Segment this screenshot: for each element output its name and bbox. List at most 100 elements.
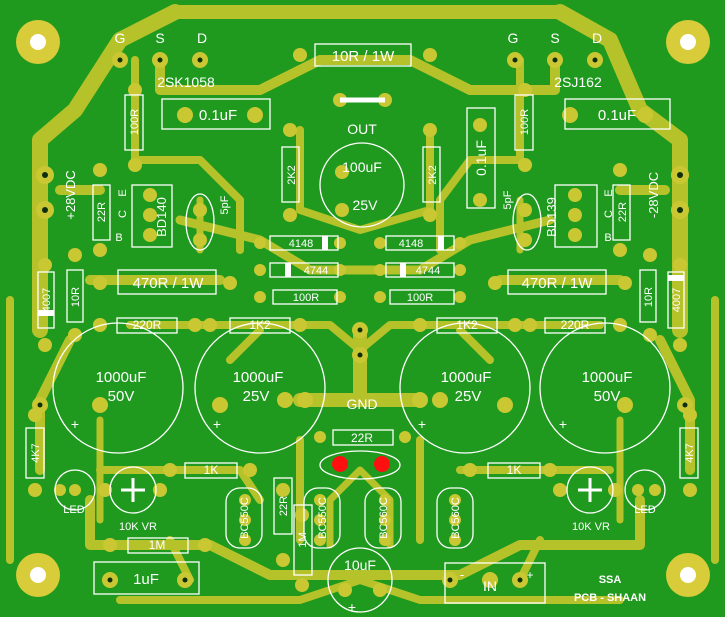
mounting-holes — [16, 20, 710, 597]
label-in-minus: - — [460, 567, 464, 582]
label-pin-c-left: C — [117, 210, 129, 218]
label-r-10r-1w: 10R / 1W — [332, 48, 395, 65]
label-diode-4148-right: 4148 — [399, 238, 423, 250]
label-r-1m-vertical: 1M — [297, 532, 309, 547]
vr-right-cross-icon — [578, 478, 602, 502]
label-credit-line1: SSA — [599, 574, 622, 586]
label-c-1000-2-voltage: 25V — [243, 388, 270, 405]
label-diode-4007-right: 4007 — [671, 288, 683, 312]
label-driver-right: BD139 — [544, 197, 559, 237]
label-q-bc550-left: BC550C — [239, 497, 251, 539]
label-plus-c2: + — [213, 416, 221, 432]
label-r-470-left: 470R / 1W — [133, 275, 205, 292]
label-c-1000-3-voltage: 25V — [455, 388, 482, 405]
label-r-100r-bias-left: 100R — [293, 292, 319, 304]
label-driver-left: BD140 — [154, 197, 169, 237]
label-led-left: LED — [63, 504, 84, 516]
label-c-01-left: 0.1uF — [199, 107, 237, 124]
label-in-plus: + — [526, 568, 533, 582]
label-r-2k2-right: 2K2 — [427, 165, 439, 185]
label-c-01-right: 0.1uF — [598, 107, 636, 124]
test-point-left — [332, 456, 348, 472]
label-r-22r-gnd: 22R — [351, 431, 373, 445]
label-q-bc560-left: BC560C — [378, 497, 390, 539]
label-diode-4148-left: 4148 — [289, 238, 313, 250]
label-g-right: G — [508, 30, 519, 46]
label-s-right: S — [550, 30, 559, 46]
diode-bands — [38, 236, 684, 316]
silkscreen-outlines — [25, 43, 699, 613]
vr-left-cross-icon — [121, 478, 145, 502]
label-plus-c4: + — [559, 416, 567, 432]
label-out: OUT — [347, 121, 377, 137]
silkscreen-labels: G S D G S D 2SK1058 2SJ162 10R / 1W 0.1u… — [30, 30, 696, 615]
label-r-22r-feedback: 22R — [278, 496, 290, 516]
label-pin-b-left: B — [115, 232, 122, 244]
test-points — [332, 456, 390, 472]
label-credit-line2: PCB - SHAAN — [574, 592, 646, 604]
label-r-1k2-right: 1K2 — [456, 318, 478, 332]
label-pin-e-left: E — [117, 189, 129, 196]
label-mosfet-right: 2SJ162 — [554, 74, 602, 90]
label-r-22r-right: 22R — [617, 202, 629, 222]
label-c-1000-3: 1000uF — [441, 369, 492, 386]
label-r-1m-horizontal: 1M — [149, 538, 166, 552]
label-vr-right: 10K VR — [572, 521, 610, 533]
drill-holes — [37, 57, 688, 583]
label-plus-c3: + — [418, 416, 426, 432]
label-plus-c10: + — [348, 599, 356, 615]
label-r-2k2-left: 2K2 — [286, 165, 298, 185]
label-s-left: S — [155, 30, 164, 46]
label-pin-b-right: B — [604, 232, 611, 244]
label-c-01-vertical: 0.1uF — [473, 140, 489, 176]
label-neg-supply: -28VDC — [646, 172, 661, 218]
label-c-1000-4: 1000uF — [582, 369, 633, 386]
test-point-right — [374, 456, 390, 472]
label-pos-supply: +28VDC — [63, 170, 78, 220]
label-r-1k-right: 1K — [507, 463, 522, 477]
label-c-1000-2: 1000uF — [233, 369, 284, 386]
label-r-220r-right: 220R — [561, 318, 590, 332]
label-r-4k7-left: 4K7 — [30, 443, 42, 463]
label-c-10uf: 10uF — [344, 557, 376, 573]
label-pin-e-right: E — [603, 189, 615, 196]
label-r-1k2-left: 1K2 — [249, 318, 271, 332]
label-r-1k-left: 1K — [204, 463, 219, 477]
label-r-22r-left: 22R — [96, 202, 108, 222]
label-c-1uf: 1uF — [133, 571, 159, 588]
label-mosfet-left: 2SK1058 — [157, 74, 215, 90]
label-r-100r-bias-right: 100R — [407, 292, 433, 304]
label-zener-4744-left: 4744 — [304, 265, 328, 277]
label-r-10r-right: 10R — [643, 287, 655, 307]
label-q-bc550-right: BC550C — [317, 497, 329, 539]
label-vr-left: 10K VR — [119, 521, 157, 533]
label-gnd: GND — [346, 396, 377, 412]
label-cap-5pf-left: 5pF — [219, 195, 231, 214]
label-c-1000-1-voltage: 50V — [108, 388, 135, 405]
label-led-right: LED — [634, 504, 655, 516]
label-c-1000-4-voltage: 50V — [594, 388, 621, 405]
label-c-1000-1: 1000uF — [96, 369, 147, 386]
label-zener-4744-right: 4744 — [416, 265, 440, 277]
label-diode-4007-left: 4007 — [41, 288, 53, 312]
label-plus-c1: + — [71, 416, 79, 432]
label-g-left: G — [115, 30, 126, 46]
label-r-100r-gate-right: 100R — [519, 109, 531, 135]
label-in: IN — [483, 578, 497, 594]
label-c-out-value: 100uF — [342, 159, 382, 175]
copper-pads — [28, 48, 697, 597]
label-r-220r-left: 220R — [133, 318, 162, 332]
label-q-bc560-right: BC560C — [450, 497, 462, 539]
label-cap-5pf-right: 5pF — [502, 190, 514, 209]
label-r-4k7-right: 4K7 — [684, 443, 696, 463]
label-d-left: D — [197, 30, 207, 46]
label-d-right: D — [592, 30, 602, 46]
label-r-10r-left: 10R — [70, 287, 82, 307]
label-pin-c-right: C — [603, 210, 615, 218]
label-r-470-right: 470R / 1W — [522, 275, 594, 292]
label-r-100r-gate-left: 100R — [129, 109, 141, 135]
label-c-out-voltage: 25V — [353, 197, 379, 213]
